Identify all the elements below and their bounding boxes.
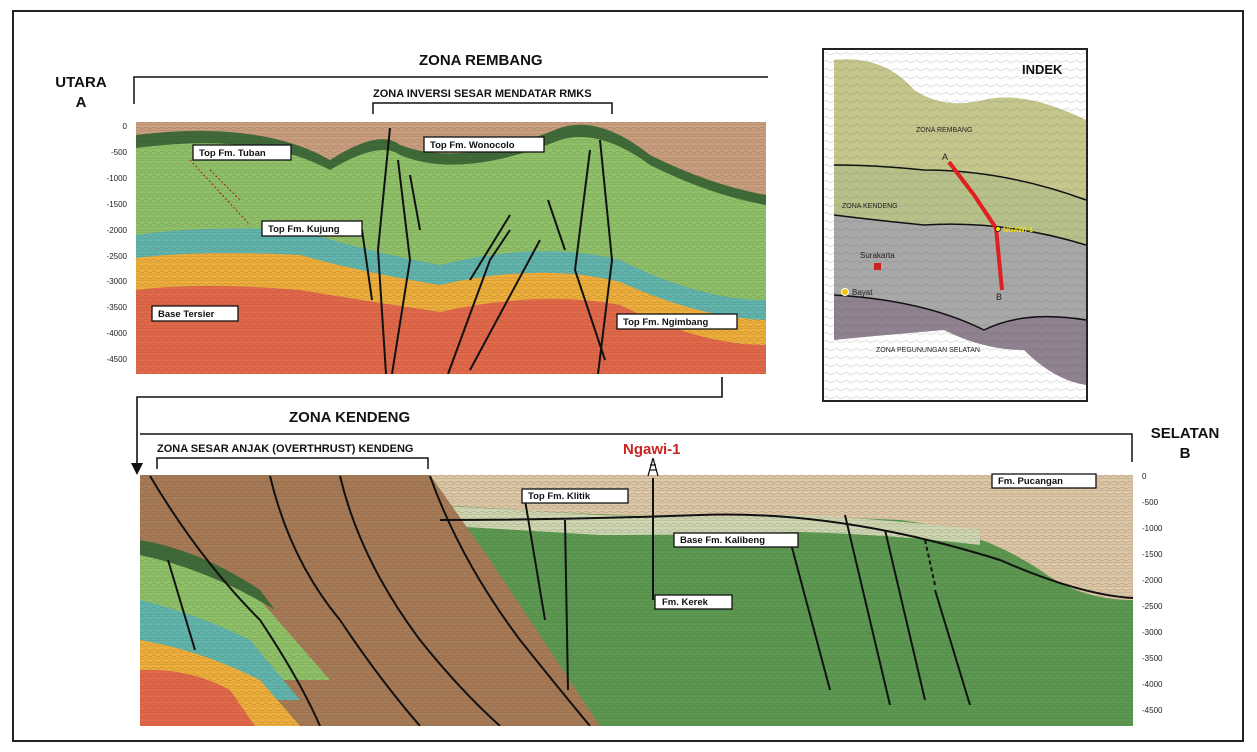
label-fm-kerek: Fm. Kerek <box>654 594 733 610</box>
bottom-depth-tick: -1000 <box>1142 524 1163 533</box>
bottom-depth-tick: -4000 <box>1142 680 1163 689</box>
top-depth-tick: -2500 <box>106 251 127 261</box>
zona-kendeng-title: ZONA KENDENG <box>289 409 411 426</box>
label-top-fm-klitik: Top Fm. Klitik <box>521 488 629 504</box>
svg-text:Top Fm. Kujung: Top Fm. Kujung <box>268 224 340 235</box>
bottom-depth-tick: 0 <box>1142 472 1147 481</box>
map-bayat: Bayat <box>852 288 873 297</box>
label-top-fm-kujung: Top Fm. Kujung <box>261 220 363 237</box>
ngawi-marker <box>995 226 1001 232</box>
ngawi-well-title: Ngawi-1 <box>623 441 681 458</box>
zona-anjak-title: ZONA SESAR ANJAK (OVERTHRUST) KENDENG <box>157 443 414 455</box>
svg-text:Base Tersier: Base Tersier <box>158 309 215 320</box>
south-point: B <box>1179 445 1191 462</box>
svg-text:Top Fm. Wonocolo: Top Fm. Wonocolo <box>430 140 515 151</box>
index-map: INDEK ZONA REMBANG ZONA KENDENG ZONA PEG… <box>824 50 1087 400</box>
inversi-bracket <box>372 102 613 114</box>
label-top-fm-wonocolo: Top Fm. Wonocolo <box>423 136 545 153</box>
kendeng-bracket <box>140 433 1133 462</box>
map-point-a: A <box>942 152 948 162</box>
bottom-depth-tick: -1500 <box>1142 550 1163 559</box>
index-map-panel: INDEK ZONA REMBANG ZONA KENDENG ZONA PEG… <box>822 48 1088 402</box>
top-depth-tick: -1000 <box>106 173 127 183</box>
label-top-fm-ngimbang: Top Fm. Ngimbang <box>616 313 738 330</box>
anjak-bracket <box>156 457 429 469</box>
connector-arrowhead <box>131 463 143 475</box>
top-depth-tick: -500 <box>110 147 127 157</box>
svg-text:Fm. Pucangan: Fm. Pucangan <box>998 476 1063 487</box>
top-depth-tick: -2000 <box>106 225 127 235</box>
svg-text:Top Fm. Ngimbang: Top Fm. Ngimbang <box>623 317 709 328</box>
svg-text:Top Fm. Tuban: Top Fm. Tuban <box>199 148 266 159</box>
svg-text:Base Fm. Kalibeng: Base Fm. Kalibeng <box>680 535 765 546</box>
ngawi-derrick-icon <box>647 457 659 477</box>
map-zona-kendeng: ZONA KENDENG <box>842 203 898 210</box>
top-seismic-section <box>136 122 766 374</box>
label-base-tersier: Base Tersier <box>151 305 239 322</box>
figure-frame <box>12 10 1244 742</box>
top-depth-tick: -1500 <box>106 199 127 209</box>
map-surakarta: Surakarta <box>860 251 895 260</box>
bottom-depth-tick: -500 <box>1142 498 1159 507</box>
label-top-fm-tuban: Top Fm. Tuban <box>192 144 292 161</box>
map-point-b: B <box>996 292 1002 302</box>
north-direction: UTARA <box>55 74 107 91</box>
rembang-bracket <box>133 76 768 104</box>
map-zona-rembang: ZONA REMBANG <box>916 127 972 134</box>
label-base-fm-kalibeng: Base Fm. Kalibeng <box>673 532 799 548</box>
south-label: SELATAN B <box>1140 424 1230 464</box>
bottom-depth-tick: -2000 <box>1142 576 1163 585</box>
zona-rembang-title: ZONA REMBANG <box>419 52 543 69</box>
bottom-depth-tick: -3500 <box>1142 654 1163 663</box>
label-fm-pucangan: Fm. Pucangan <box>991 473 1097 489</box>
map-ngawi: NGAWI-1 <box>1003 227 1033 234</box>
bayat-marker <box>841 288 849 296</box>
top-depth-tick: -4500 <box>106 355 127 365</box>
section-line <box>947 160 1004 291</box>
map-zona-pegunungan: ZONA PEGUNUNGAN SELATAN <box>876 347 980 354</box>
zona-inversi-title: ZONA INVERSI SESAR MENDATAR RMKS <box>373 88 592 100</box>
svg-text:Top Fm. Klitik: Top Fm. Klitik <box>528 491 591 502</box>
north-point: A <box>75 94 87 111</box>
bottom-depth-tick: -4500 <box>1142 706 1163 715</box>
top-depth-tick: 0 <box>122 122 127 131</box>
connector-arrow <box>136 377 723 468</box>
top-depth-tick: -3000 <box>106 277 127 287</box>
north-label: UTARA A <box>46 73 116 113</box>
bottom-depth-tick: -3000 <box>1142 628 1163 637</box>
top-depth-tick: -3500 <box>106 303 127 313</box>
index-title: INDEK <box>1022 62 1063 77</box>
bottom-depth-tick: -2500 <box>1142 602 1163 611</box>
surakarta-marker <box>874 263 881 270</box>
bottom-seismic-section <box>140 475 1133 726</box>
top-depth-tick: -4000 <box>106 329 127 339</box>
svg-text:Fm. Kerek: Fm. Kerek <box>662 597 709 608</box>
south-direction: SELATAN <box>1150 425 1220 442</box>
